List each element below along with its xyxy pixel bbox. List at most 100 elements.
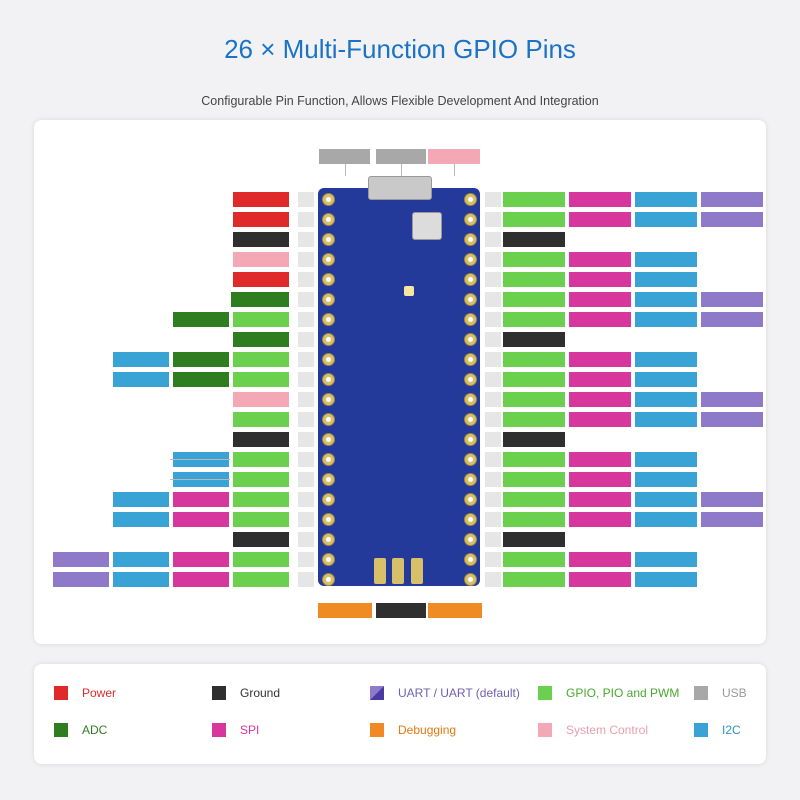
legend-item-gpio: GPIO, PIO and PWM [538,686,679,700]
pin-label-vbus [233,192,289,207]
pin-label-i2c1-sda [113,372,169,387]
legend-item-usb: USB [694,686,747,700]
pin-label-uart0-tx [53,572,109,587]
led-indicator [404,286,414,296]
pin-number [298,212,314,227]
pin-label-i2c1-sda [635,252,697,267]
silk-swdio [375,515,385,555]
pin-label-uart0-rx [701,212,763,227]
top-label-leader [401,164,402,176]
pin-number [485,472,501,487]
pin-pad [464,493,477,506]
pin-label-i2c0-sda [113,572,169,587]
pin-label-gp9 [503,412,565,427]
pin-number [298,472,314,487]
pin-label-adc-vref [231,292,289,307]
legend-label: I2C [722,723,741,737]
legend-swatch [212,686,226,700]
legend-swatch [538,723,552,737]
pin-silk [420,555,460,565]
pin-label-uart1-rx [701,312,763,327]
pin-label-spi1-rx [569,392,631,407]
legend-label: ADC [82,723,108,737]
pin-pad [464,413,477,426]
pin-pad [322,553,335,566]
pin-label-uart0-rx [701,512,763,527]
pin-label-i2c0-scl [635,212,697,227]
pin-number [298,492,314,507]
debug-pad [392,558,404,584]
pin-label-gp18 [233,512,289,527]
pin-label-3v3-en [233,252,289,267]
legend-item-sysctl: System Control [538,723,648,737]
pin-number [485,452,501,467]
pin-pad [464,233,477,246]
pin-label-gp6 [503,352,565,367]
pin-pad [322,473,335,486]
legend-swatch [370,686,384,700]
pin-number [298,452,314,467]
pin-number [485,392,501,407]
pin-number [485,232,501,247]
pin-number [298,232,314,247]
pin-silk [420,295,460,305]
pin-label-uart0-tx [701,192,763,207]
pin-pad [322,533,335,546]
legend-item-power: Power [54,686,116,700]
pin-number [485,192,501,207]
pin-label-spi0-sck [569,252,631,267]
pin-pad [322,373,335,386]
pin-silk [420,375,460,385]
legend-label: UART / UART (default) [398,686,520,700]
pin-silk [420,495,460,505]
pin-label-gp10 [503,452,565,467]
pin-number [485,552,501,567]
pin-pad [322,253,335,266]
pin-number [485,492,501,507]
pin-label-gp28 [233,312,289,327]
legend-label: Debugging [398,723,457,737]
pin-label-spi0-sck [173,512,229,527]
pin-pad [322,193,335,206]
legend-swatch [694,723,708,737]
legend-item-debug: Debugging [370,723,456,737]
pin-label-i2c1-sda [635,452,697,467]
pin-label-gnd [233,232,289,247]
page-title: 26 × Multi-Function GPIO Pins [224,34,576,64]
pin-label-uart0-rx [53,552,109,567]
pin-label-gnd [503,232,565,247]
pin-leader [170,459,230,460]
pin-label-spi0-tx [173,492,229,507]
pin-pad [322,513,335,526]
pin-label-gnd [503,332,565,347]
pin-label-gp21 [233,452,289,467]
pin-pad [464,513,477,526]
pin-label-i2c1-scl [113,492,169,507]
pin-number [298,292,314,307]
pin-pad [464,533,477,546]
pin-label-spi0-rx [569,292,631,307]
pin-silk [420,415,460,425]
pin-label-i2c1-scl [635,472,697,487]
pin-pad [322,573,335,586]
pin-label-spi0-csn [569,212,631,227]
pin-label-gnd [503,432,565,447]
pin-pad [322,453,335,466]
pin-pad [464,313,477,326]
pin-number [298,432,314,447]
pin-label-spi1-tx [569,472,631,487]
pin-silk [420,435,460,445]
pin-label-gp3 [503,272,565,287]
pin-pad [464,453,477,466]
pin-label-gp19 [233,492,289,507]
pin-silk [420,475,460,485]
legend-label: Power [82,686,117,700]
pin-pad [322,313,335,326]
pin-number [485,352,501,367]
pin-pad [322,353,335,366]
pin-label-uart0-tx [701,492,763,507]
pin-pad [322,433,335,446]
pin-pad [464,373,477,386]
pin-silk [420,235,460,245]
pin-pad [322,273,335,286]
